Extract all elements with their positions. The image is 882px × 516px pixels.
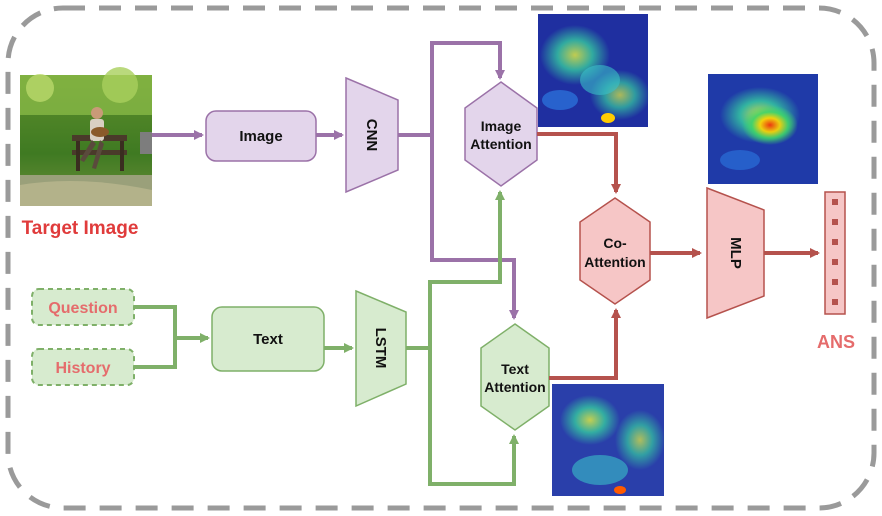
- target-image-photo: [20, 67, 152, 206]
- attention-heatmap-co: [708, 74, 818, 184]
- arrow-lstm-to-image-attention: [406, 190, 505, 350]
- image-box-label: Image: [239, 128, 282, 145]
- arrow-text-attention-to-co-attention: [549, 308, 621, 380]
- arrow-cnn-to-text-attention: [430, 135, 519, 320]
- merge-question-history: [134, 305, 177, 369]
- attention-heatmap-text: [552, 384, 665, 496]
- output-cell: [832, 239, 838, 245]
- output-cell: [832, 199, 838, 205]
- cnn-block: [345, 76, 399, 194]
- co-attention-label-line2: Attention: [584, 254, 645, 270]
- lstm-label: LSTM: [372, 328, 389, 369]
- image-attention-block: [464, 81, 538, 187]
- text-box-label: Text: [253, 331, 283, 348]
- arrow-cnn-to-image-attention: [398, 41, 505, 137]
- image-attention-label-line2: Attention: [470, 136, 531, 152]
- text-encoder-box: [211, 306, 325, 372]
- arrow-lstm-to-text-attention: [428, 348, 519, 486]
- outer-dashed-border: [5, 5, 877, 511]
- cnn-label: CNN: [363, 119, 380, 152]
- output-cell: [832, 279, 838, 285]
- question-label: Question: [48, 300, 117, 317]
- output-cell: [832, 219, 838, 225]
- image-attention-label-line1: Image: [481, 118, 522, 134]
- mlp-block: [706, 186, 765, 320]
- text-attention-label-line2: Attention: [484, 379, 545, 395]
- output-cell: [832, 299, 838, 305]
- arrow-image-attention-to-co-attention: [537, 132, 621, 194]
- co-attention-block: [579, 197, 651, 305]
- text-attention-block: [480, 323, 550, 431]
- co-attention-label-line1: Co-: [603, 235, 627, 251]
- output-cell: [832, 259, 838, 265]
- output-vector: [824, 191, 846, 315]
- target-image-label: Target Image: [22, 218, 139, 239]
- answer-label: ANS: [817, 332, 855, 352]
- lstm-block: [355, 289, 407, 408]
- history-label: History: [55, 360, 110, 377]
- attention-heatmap-image: [538, 14, 650, 127]
- mlp-label: MLP: [727, 237, 744, 269]
- text-attention-label-line1: Text: [501, 361, 529, 377]
